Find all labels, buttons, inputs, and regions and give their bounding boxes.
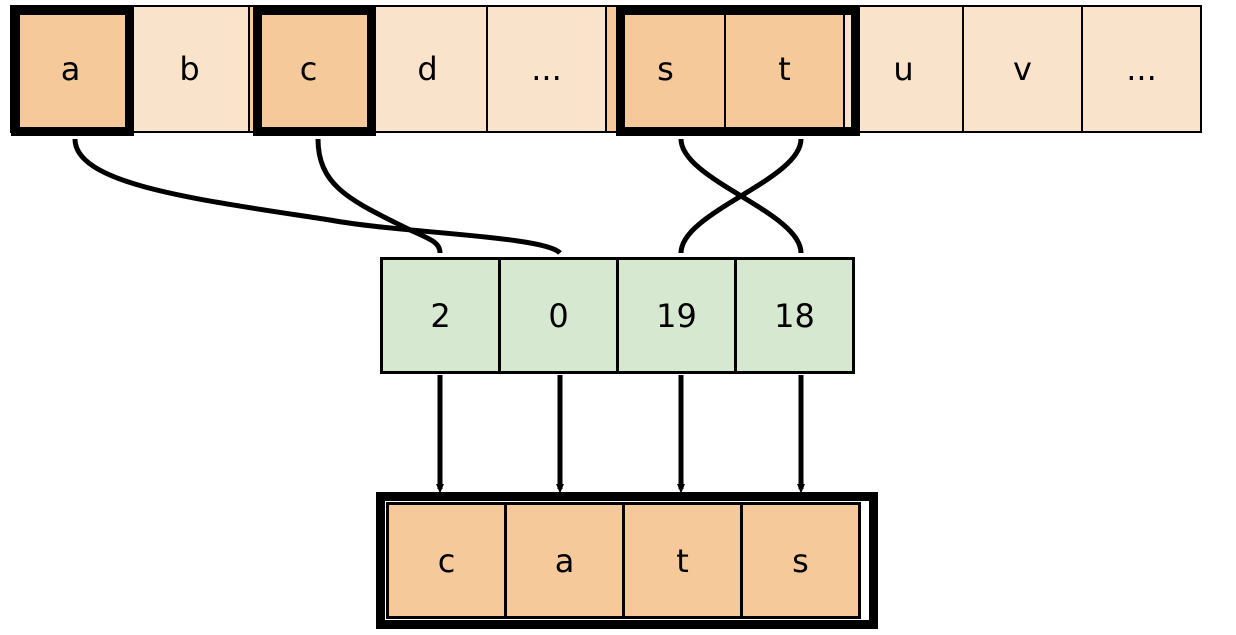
index-cell-0[interactable]: 2 — [380, 257, 501, 374]
alphabet-cell-ellipsis-2: ... — [1081, 5, 1202, 133]
alphabet-cell-c[interactable]: c — [248, 5, 369, 133]
link-c-to-2 — [315, 138, 443, 254]
output-word: c a t s — [386, 502, 861, 619]
alphabet-cell-ellipsis-1: ... — [486, 5, 607, 133]
link-t-to-19 — [678, 138, 804, 254]
index-array: 2 0 19 18 — [380, 257, 855, 374]
alphabet-cell-u[interactable]: u — [843, 5, 964, 133]
alphabet-cell-v[interactable]: v — [962, 5, 1083, 133]
alphabet-cell-b[interactable]: b — [129, 5, 250, 133]
output-cell-0[interactable]: c — [386, 502, 507, 619]
link-s-to-18 — [678, 138, 804, 254]
alphabet-cell-d[interactable]: d — [367, 5, 488, 133]
alphabet-cell-s[interactable]: s — [605, 5, 726, 133]
output-cell-1[interactable]: a — [504, 502, 625, 619]
output-cell-2[interactable]: t — [622, 502, 743, 619]
index-cell-1[interactable]: 0 — [498, 257, 619, 374]
alphabet-cell-a[interactable]: a — [10, 5, 131, 133]
output-cell-3[interactable]: s — [740, 502, 861, 619]
alphabet-cell-t[interactable]: t — [724, 5, 845, 133]
alphabet-strip: a b c d ... s t u v ... — [10, 5, 1202, 133]
index-cell-3[interactable]: 18 — [734, 257, 855, 374]
link-a-to-0 — [72, 138, 562, 255]
index-cell-2[interactable]: 19 — [616, 257, 737, 374]
